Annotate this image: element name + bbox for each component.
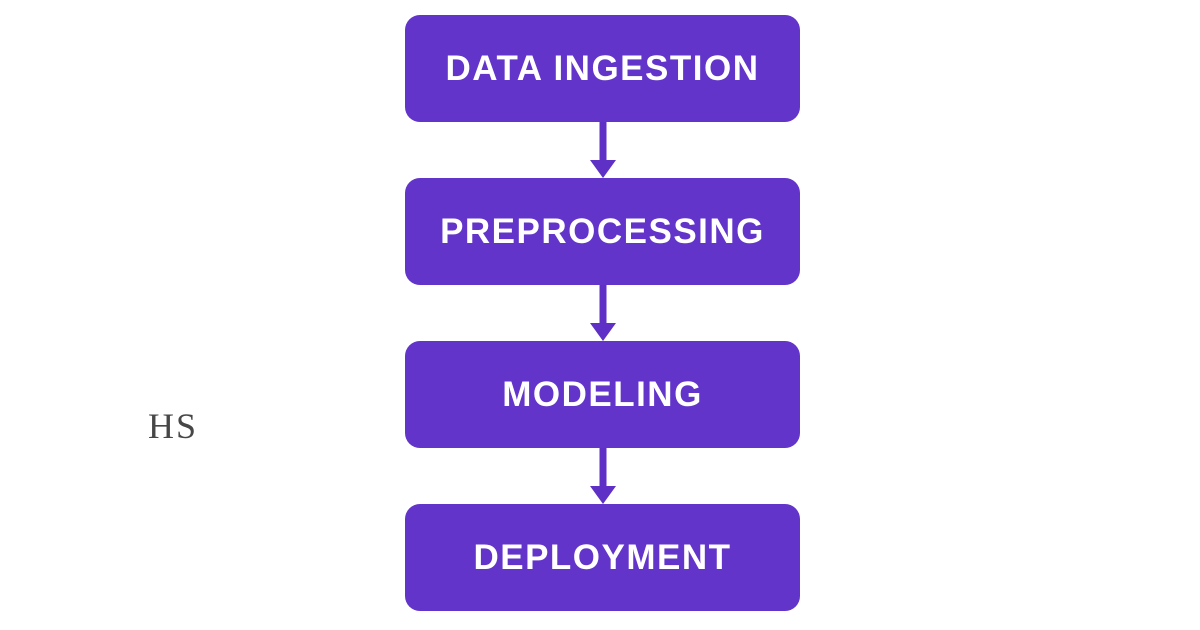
- flow-step-label: PREPROCESSING: [440, 211, 765, 251]
- flowchart: DATA INGESTION PREPROCESSING MODELING DE…: [405, 15, 800, 611]
- down-arrow-icon: [589, 448, 616, 504]
- down-arrow-icon: [589, 122, 616, 178]
- flow-step-deployment: DEPLOYMENT: [405, 504, 800, 611]
- flow-step-label: MODELING: [502, 374, 703, 414]
- flow-step-label: DATA INGESTION: [445, 48, 760, 88]
- down-arrow-icon: [589, 285, 616, 341]
- flow-step-data-ingestion: DATA INGESTION: [405, 15, 800, 122]
- flow-step-modeling: MODELING: [405, 341, 800, 448]
- flow-step-label: DEPLOYMENT: [473, 537, 732, 577]
- flow-step-preprocessing: PREPROCESSING: [405, 178, 800, 285]
- hs-watermark-logo: HS: [148, 406, 199, 446]
